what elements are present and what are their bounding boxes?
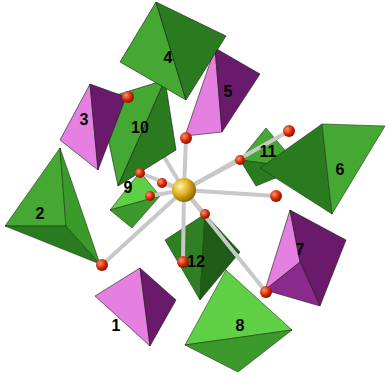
front-tetrahedra	[60, 2, 346, 346]
oxygen-atoms	[96, 91, 295, 298]
callout-number: 6	[336, 162, 345, 178]
callout-number: 5	[224, 84, 233, 100]
callout-number: 2	[36, 206, 45, 222]
callout-number: 12	[187, 254, 205, 270]
callout-number: 11	[260, 144, 277, 160]
callout-number: 8	[236, 318, 245, 334]
central-atom	[172, 178, 196, 202]
callout-number: 9	[124, 180, 133, 196]
callout-number: 7	[296, 242, 305, 258]
back-tetrahedra	[5, 124, 385, 372]
callout-number: 10	[131, 120, 149, 136]
callout-number: 1	[112, 318, 121, 334]
callout-number: 3	[80, 112, 89, 128]
callout-number: 4	[164, 50, 173, 66]
